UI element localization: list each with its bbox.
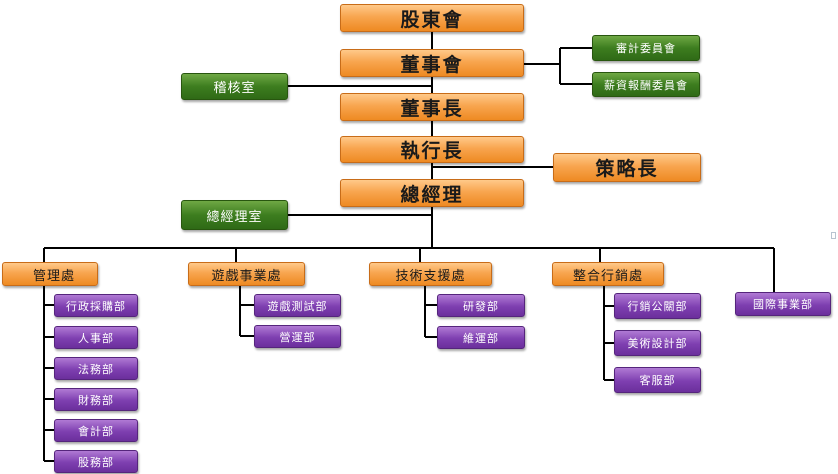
audit-committee-node: 審計委員會 (592, 35, 700, 61)
game-testing-dept-node: 遊戲測試部 (254, 294, 341, 317)
rd-dept-node: 研發部 (437, 294, 525, 317)
pr-dept-node: 行銷公關部 (614, 293, 701, 319)
operations-dept-node: 營運部 (254, 325, 341, 348)
chairman-node: 董事長 (340, 93, 524, 121)
audit-office-node: 稽核室 (181, 73, 288, 100)
tech-division-node: 技術支援處 (369, 262, 492, 286)
board-node: 董事會 (340, 49, 524, 77)
edge-marker (831, 232, 836, 239)
legal-dept-node: 法務部 (54, 357, 138, 380)
compensation-committee-node: 薪資報酬委員會 (592, 72, 700, 97)
accounting-dept-node: 會計部 (54, 419, 138, 442)
maintenance-dept-node: 維運部 (437, 326, 525, 349)
marketing-division-node: 整合行銷處 (552, 262, 664, 286)
shareholders-node: 股東會 (340, 4, 524, 32)
intl-division-node: 國際事業部 (735, 292, 831, 316)
finance-dept-node: 財務部 (54, 388, 138, 411)
gm-node: 總經理 (340, 179, 524, 207)
gm-office-node: 總經理室 (181, 200, 288, 230)
cs-dept-node: 客服部 (614, 367, 701, 393)
cso-node: 策略長 (553, 153, 701, 182)
game-division-node: 遊戲事業處 (188, 262, 305, 286)
ceo-node: 執行長 (340, 136, 524, 163)
stock-dept-node: 股務部 (54, 450, 138, 473)
art-dept-node: 美術設計部 (614, 330, 701, 356)
procurement-dept-node: 行政採購部 (54, 294, 138, 317)
admin-division-node: 管理處 (2, 262, 98, 286)
hr-dept-node: 人事部 (54, 326, 138, 349)
